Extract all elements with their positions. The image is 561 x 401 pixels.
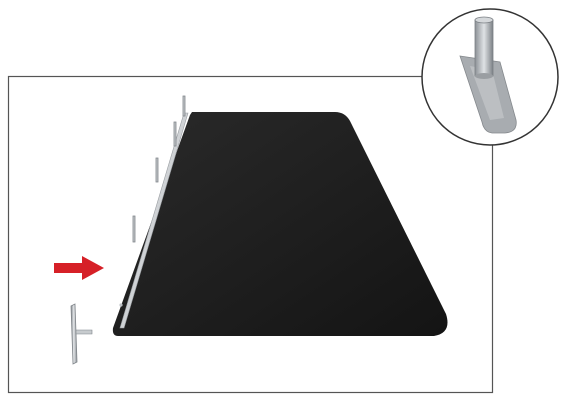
inset-base-highlight <box>470 66 504 120</box>
black-panel <box>112 112 448 336</box>
loose-bracket <box>70 303 93 365</box>
direction-arrow-icon <box>54 256 104 280</box>
bracket-plate <box>70 303 78 365</box>
inset-post-foot <box>475 73 493 79</box>
screw-hole <box>119 303 123 307</box>
inset-post <box>474 19 494 77</box>
detail-inset <box>421 8 559 146</box>
mounting-pin <box>173 121 177 147</box>
bracket-tab <box>75 329 93 335</box>
mounting-pin <box>155 157 159 183</box>
mounting-pins <box>132 95 186 243</box>
mounting-pin <box>132 215 136 243</box>
mounting-pin <box>182 95 186 117</box>
inset-post-top <box>474 16 494 24</box>
